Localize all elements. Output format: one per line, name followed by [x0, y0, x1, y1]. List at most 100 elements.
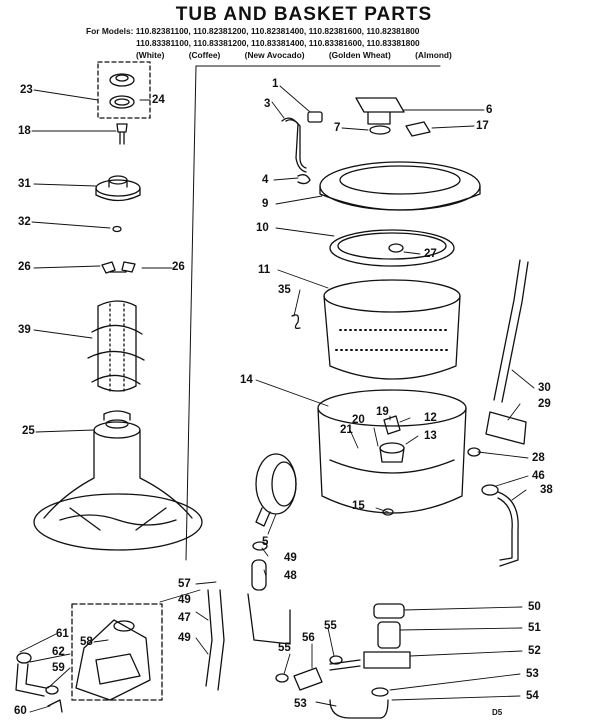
callout-62: 62 [52, 646, 65, 658]
callout-28: 28 [532, 452, 545, 464]
ring-9 [319, 161, 481, 211]
small-parts-55-56 [275, 655, 343, 691]
seal-ring-24 [109, 95, 135, 109]
callout-38: 38 [540, 484, 553, 496]
callout-32: 32 [18, 216, 31, 228]
pump-assembly-58 [75, 619, 151, 701]
color-variants: (White) (Coffee) (New Avocado) (Golden W… [136, 50, 474, 60]
fitting-1 [307, 111, 323, 123]
callout-25: 25 [22, 425, 35, 437]
plate-17 [405, 121, 431, 137]
callout-48: 48 [284, 570, 297, 582]
leader-lines [19, 85, 535, 713]
hose-30 [493, 259, 529, 403]
hose-59-62 [15, 652, 59, 697]
callout-54: 54 [526, 690, 539, 702]
valve-29 [485, 411, 527, 445]
hose-47 [205, 589, 225, 691]
hose-3 [281, 117, 307, 173]
dogs-26 [101, 261, 136, 274]
drive-19-12-13 [379, 415, 405, 463]
callout-9: 9 [262, 198, 269, 210]
callout-52: 52 [528, 645, 541, 657]
washer-32 [112, 225, 122, 233]
clamp-46 [481, 484, 499, 496]
callout-53-bottom: 53 [294, 698, 307, 710]
callout-31: 31 [18, 178, 31, 190]
color-almond: (Almond) [415, 50, 452, 60]
callout-46: 46 [532, 470, 545, 482]
dashed-box-top [97, 61, 151, 119]
gasket-7 [369, 125, 391, 135]
callout-11: 11 [258, 264, 271, 276]
callout-49-right: 49 [284, 552, 297, 564]
callout-1: 1 [272, 78, 279, 90]
callout-55-left: 55 [278, 642, 291, 654]
clip-60 [47, 699, 63, 713]
callout-20: 20 [352, 414, 365, 426]
tub-14 [317, 389, 467, 514]
callout-19: 19 [376, 406, 389, 418]
cam-31 [95, 175, 141, 202]
callout-15: 15 [352, 500, 365, 512]
callout-14: 14 [240, 374, 253, 386]
callout-50: 50 [528, 601, 541, 613]
callout-55-right: 55 [324, 620, 337, 632]
callout-3: 3 [264, 98, 271, 110]
callout-5: 5 [262, 536, 269, 548]
color-new-avocado: (New Avocado) [244, 50, 305, 60]
callout-59: 59 [52, 662, 65, 674]
basket-11 [323, 279, 461, 380]
color-coffee: (Coffee) [188, 50, 221, 60]
callout-39: 39 [18, 324, 31, 336]
page-code: D5 [492, 708, 503, 717]
models-line-1: For Models: 110.82381100, 110.82381200, … [86, 26, 420, 36]
callout-26-right: 26 [172, 261, 185, 273]
drain-15 [382, 508, 394, 516]
models-line-2: 110.83381100, 110.83381200, 110.83381400… [136, 38, 420, 48]
callout-49-low: 49 [178, 632, 191, 644]
spring-35 [291, 314, 301, 330]
callout-21: 21 [340, 424, 353, 436]
pump-parts-50-52 [329, 603, 411, 719]
clip-4 [297, 174, 311, 185]
dashed-box-bottom [71, 603, 163, 701]
callout-51: 51 [528, 622, 541, 634]
callout-10: 10 [256, 222, 269, 234]
auger-39 [87, 300, 145, 393]
callout-23: 23 [20, 84, 33, 96]
callout-53-right: 53 [526, 668, 539, 680]
callout-12: 12 [424, 412, 437, 424]
color-white: (White) [136, 50, 165, 60]
ring-10 [329, 229, 455, 267]
agitator-cap-23 [109, 73, 135, 87]
callout-49-mid: 49 [178, 594, 191, 606]
callout-58: 58 [80, 636, 93, 648]
callout-35: 35 [278, 284, 291, 296]
callout-29: 29 [538, 398, 551, 410]
callout-6: 6 [486, 104, 493, 116]
callout-57: 57 [178, 578, 191, 590]
callout-27: 27 [424, 248, 437, 260]
bracket-6 [355, 97, 405, 125]
nut-27 [388, 243, 404, 253]
agitator-base-25 [33, 410, 203, 551]
callout-7: 7 [334, 122, 341, 134]
callout-30: 30 [538, 382, 551, 394]
callout-26-left: 26 [18, 261, 31, 273]
color-golden-wheat: (Golden Wheat) [328, 50, 391, 60]
page-title: TUB AND BASKET PARTS [175, 4, 433, 25]
callout-56: 56 [302, 632, 315, 644]
callout-17: 17 [476, 120, 489, 132]
hose-38 [497, 491, 519, 567]
callout-13: 13 [424, 430, 437, 442]
callout-24: 24 [152, 94, 165, 106]
callout-18: 18 [18, 125, 31, 137]
divider-line [185, 65, 441, 561]
callout-4: 4 [262, 174, 269, 186]
bolt-18 [116, 123, 128, 145]
callout-47: 47 [178, 612, 191, 624]
callout-61: 61 [56, 628, 69, 640]
callout-60: 60 [14, 705, 27, 717]
